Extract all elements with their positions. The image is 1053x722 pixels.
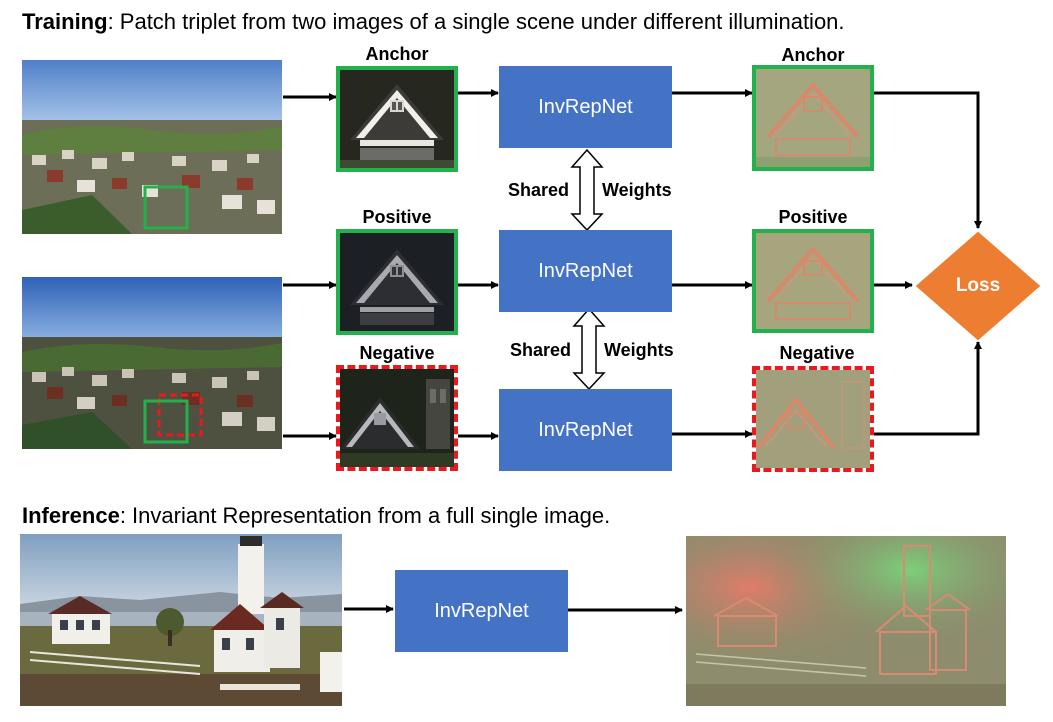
shared-label-1: Shared [508, 180, 570, 200]
training-heading: Training: Patch triplet from two images … [22, 9, 845, 35]
negative-representation [752, 366, 874, 472]
inference-heading-bold: Inference [22, 503, 120, 528]
shared-weights-arrow-2 [572, 307, 606, 391]
positive-output-label: Positive [778, 207, 848, 227]
invrepnet-anchor-branch: InvRepNet [499, 66, 672, 148]
training-heading-text: : Patch triplet from two images of a sin… [107, 9, 845, 34]
loss-label: Loss [955, 275, 1001, 296]
anchor-representation [752, 65, 874, 171]
invrepnet-positive-branch: InvRepNet [499, 230, 672, 312]
negative-output-label: Negative [779, 343, 855, 363]
negative-input-label: Negative [359, 343, 435, 363]
anchor-output-label: Anchor [781, 45, 845, 65]
anchor-patch [336, 66, 458, 172]
loss-diamond [914, 230, 1042, 342]
shared-label-2: Shared [510, 340, 572, 360]
inference-output-representation [686, 536, 1006, 706]
inference-heading: Inference: Invariant Representation from… [22, 503, 610, 529]
scene-image-illumination-2 [22, 277, 282, 449]
anchor-input-label: Anchor [365, 44, 429, 64]
weights-label-1: Weights [602, 180, 672, 200]
invrepnet-inference: InvRepNet [395, 570, 568, 652]
arrow-negative-rep-to-loss [874, 341, 982, 436]
inference-input-image [20, 534, 342, 706]
invrepnet-negative-branch: InvRepNet [499, 389, 672, 471]
scene-image-illumination-1 [22, 60, 282, 234]
weights-label-2: Weights [604, 340, 674, 360]
positive-input-label: Positive [362, 207, 432, 227]
training-heading-bold: Training [22, 9, 108, 34]
positive-patch [336, 229, 458, 335]
loss-node: Loss [914, 230, 1042, 342]
positive-representation [752, 229, 874, 333]
negative-patch [336, 365, 458, 471]
inference-heading-text: : Invariant Representation from a full s… [119, 503, 611, 528]
shared-weights-arrow-1 [570, 148, 604, 232]
arrow-anchor-rep-to-loss [874, 91, 982, 229]
